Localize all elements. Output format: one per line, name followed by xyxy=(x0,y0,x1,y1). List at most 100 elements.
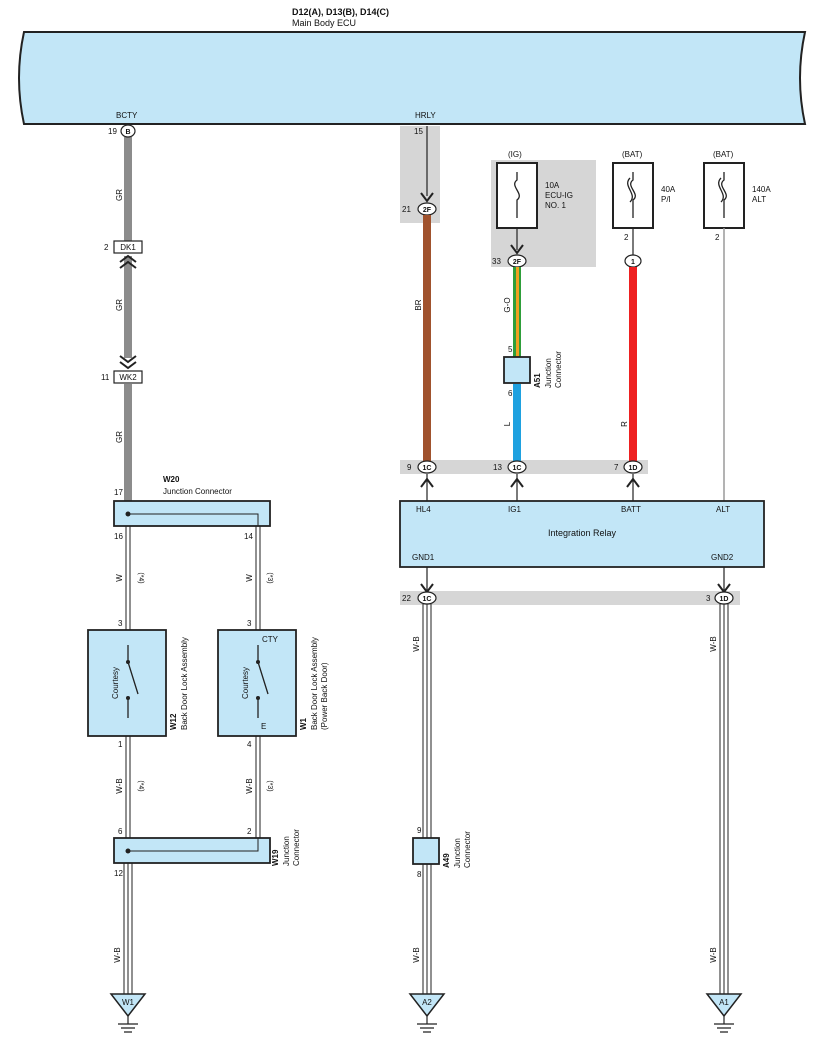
integration-relay-box xyxy=(399,500,765,568)
c1c-13-connector xyxy=(507,460,527,474)
hrly-pin: 15 xyxy=(414,127,423,136)
wire-label-r: R xyxy=(620,421,629,427)
c1d-7-pin: 7 xyxy=(614,463,619,472)
fuse-ig-source: (IG) xyxy=(508,150,522,159)
a49-code: A49 xyxy=(442,853,451,868)
c1d-3-code: 1D xyxy=(720,596,729,603)
wire-gr-3 xyxy=(124,384,132,502)
wire-wb-gnd1 xyxy=(422,604,432,838)
fuse-alt-icon xyxy=(718,172,727,218)
c1c-9-connector xyxy=(417,460,437,474)
wk2-connector xyxy=(113,370,143,384)
c1d-3-pin: 3 xyxy=(706,594,711,603)
wire-r xyxy=(629,267,637,462)
wire-wb-ground-w1 xyxy=(123,863,133,994)
wire-label-w-left: W xyxy=(115,574,124,582)
wire-gr-1 xyxy=(124,137,132,241)
w1-pin-top: 3 xyxy=(247,619,252,628)
ground-w1-symbol xyxy=(118,1016,138,1033)
w1-pin-bot: 4 xyxy=(247,740,252,749)
a49-connector xyxy=(412,837,440,865)
w1-contact-dot-bottom xyxy=(256,696,260,700)
w20-bus xyxy=(128,513,259,526)
a49-label: Junction xyxy=(453,838,462,868)
c1c-9-code: 1C xyxy=(423,465,432,472)
wire-go-orange xyxy=(516,267,519,357)
wk2-code: WK2 xyxy=(119,373,137,382)
fuse-alt-rating: 140A xyxy=(752,185,771,194)
c2f-33-code: 2F xyxy=(513,259,522,266)
wire-l xyxy=(513,384,521,462)
w1-cty-label: CTY xyxy=(262,635,279,644)
w12-contact-dot-top xyxy=(126,660,130,664)
ground-a1-label: A1 xyxy=(719,998,729,1007)
ecu-ref: D12(A), D13(B), D14(C) xyxy=(292,7,389,17)
wire-label-wb-w1: W-B xyxy=(113,947,122,962)
a51-code: A51 xyxy=(533,373,542,388)
c2f-21-pin: 21 xyxy=(402,205,411,214)
c1c-13-code: 1C xyxy=(513,465,522,472)
wire-gr-2 xyxy=(124,256,132,358)
w19-splice-dot xyxy=(125,848,131,854)
w20-pin-l: 16 xyxy=(114,532,123,541)
a51-label: Junction xyxy=(544,358,553,388)
wire-label-wb-right: W-B xyxy=(245,778,254,793)
ground-a2-icon xyxy=(408,993,446,1018)
c2f-33-pin: 33 xyxy=(492,257,501,266)
wire-label-wb-left: W-B xyxy=(115,778,124,793)
relay-hl4: HL4 xyxy=(416,505,431,514)
note-right-bot: (*3) xyxy=(266,780,273,791)
dk1-code: DK1 xyxy=(120,243,136,252)
w1-e-label: E xyxy=(261,722,266,731)
wire-w-right xyxy=(255,526,261,630)
fuse-pi-rating: 40A xyxy=(661,185,676,194)
bcty-pin: 19 xyxy=(108,127,117,136)
shade-1c-bottom xyxy=(400,591,740,605)
wire-label-go: G-O xyxy=(503,297,512,312)
w1-label: Back Door Lock Assembly xyxy=(310,637,319,730)
ecu-box xyxy=(18,31,807,125)
w20-label: Junction Connector xyxy=(163,487,232,496)
dk1-connector xyxy=(113,240,143,254)
fuse-alt-pin: 2 xyxy=(715,233,720,242)
w19-label: Junction xyxy=(282,836,291,866)
dk1-pin: 2 xyxy=(104,243,109,252)
w12-switch-box xyxy=(87,629,167,737)
fuse-pi-source: (BAT) xyxy=(622,150,643,159)
a49-pin-out: 8 xyxy=(417,870,422,879)
relay-batt: BATT xyxy=(621,505,641,514)
arrow-2f-21-icon xyxy=(420,192,434,203)
wire-label-wb-a1: W-B xyxy=(709,947,718,962)
wire-br xyxy=(423,215,431,462)
w20-splice-dot xyxy=(125,511,131,517)
pi-conn-code: 1 xyxy=(631,259,635,266)
ground-a1-symbol xyxy=(714,1016,734,1033)
a51-label-sub: Connector xyxy=(554,351,563,388)
a51-pin-out: 6 xyxy=(508,389,513,398)
w12-code: W12 xyxy=(169,713,178,730)
relay-gnd2: GND2 xyxy=(711,553,734,562)
w19-pin-r: 2 xyxy=(247,827,252,836)
wire-wb-gnd2 xyxy=(719,604,729,994)
fuse-ig-rating: 10A xyxy=(545,181,560,190)
bcty-connector xyxy=(120,124,136,138)
wire-label-wb-gnd1: W-B xyxy=(412,636,421,651)
note-right-top: (*3) xyxy=(266,572,273,583)
relay-alt: ALT xyxy=(716,505,730,514)
wire-go-green xyxy=(513,267,516,357)
w1-switch-box xyxy=(217,629,297,737)
w1-contact-dot-top xyxy=(256,660,260,664)
a51-connector xyxy=(503,356,531,384)
w12-pin-top: 3 xyxy=(118,619,123,628)
fuse-ig-name2: NO. 1 xyxy=(545,201,566,210)
wire-label-gr-2: GR xyxy=(115,299,124,311)
c2f-21-code: 2F xyxy=(423,207,432,214)
c1c-9-pin: 9 xyxy=(407,463,412,472)
fuse-alt-source: (BAT) xyxy=(713,150,734,159)
w20-pin-r: 14 xyxy=(244,532,253,541)
wire-wb-right xyxy=(255,736,261,838)
w12-contact-dot-bottom xyxy=(126,696,130,700)
wk2-pin: 11 xyxy=(101,373,110,382)
wire-label-wb-gnd2: W-B xyxy=(709,636,718,651)
hrly-label: HRLY xyxy=(415,111,436,120)
